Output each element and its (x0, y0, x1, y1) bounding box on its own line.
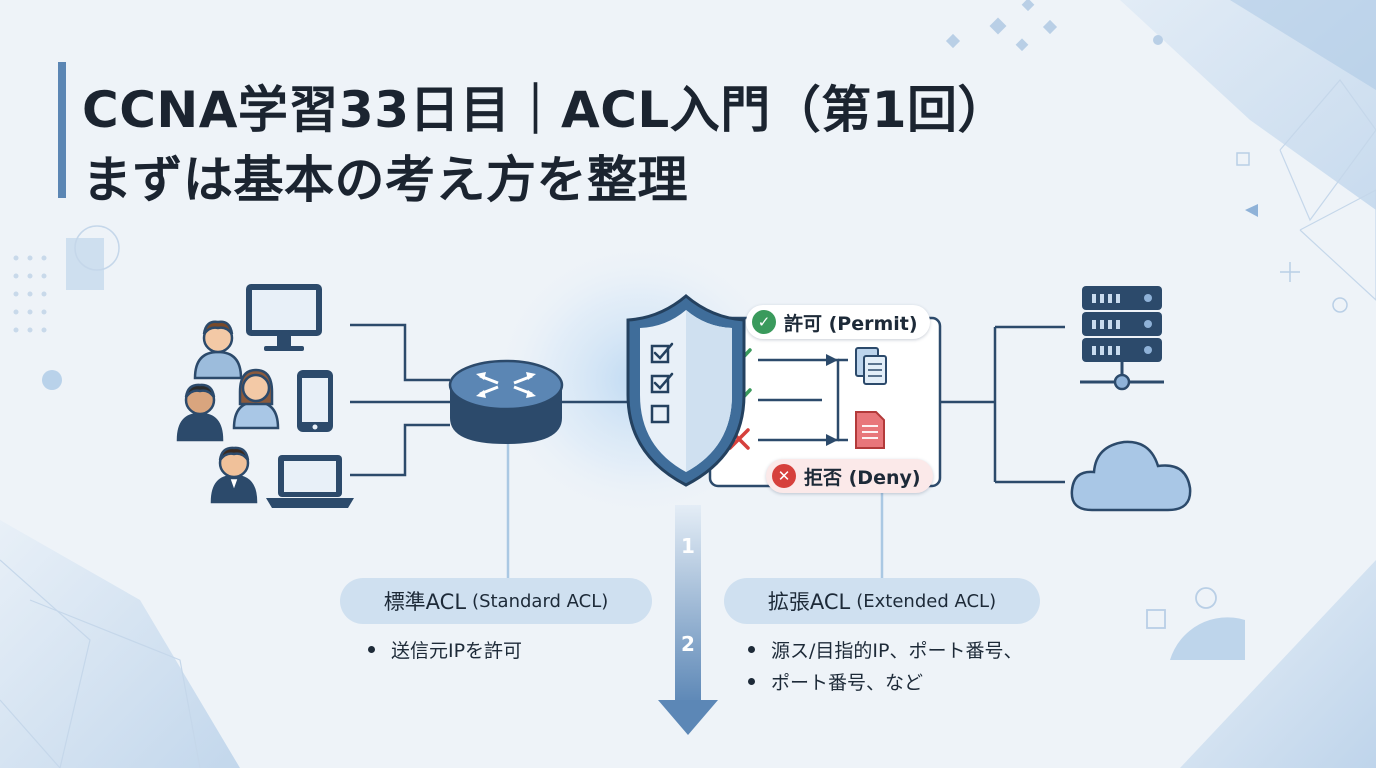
bullet-dot (748, 646, 755, 653)
user-group-icon (176, 320, 280, 504)
deny-label: 拒否 (Deny) (804, 466, 921, 489)
step-number-2: 2 (681, 632, 695, 656)
standard-acl-label: 標準ACL (383, 590, 467, 614)
permit-label: 許可 (Permit) (784, 312, 918, 335)
extended-bullet-text: ポート番号、など (771, 672, 924, 694)
server-icon (1080, 286, 1164, 391)
shield-checklist-icon (626, 294, 746, 487)
cloud-icon (1070, 440, 1192, 512)
monitor-icon (246, 284, 322, 351)
router-icon (448, 359, 564, 444)
smartphone-icon (297, 370, 333, 432)
page-subtitle: まずは基本の考え方を整理 (82, 151, 688, 209)
title-accent-bar (58, 62, 66, 198)
deny-badge: ✕ 拒否 (Deny) (766, 459, 933, 493)
permit-badge: ✓ 許可 (Permit) (746, 305, 930, 339)
standard-bullet-text: 送信元IPを許可 (391, 640, 523, 662)
page-title: CCNA学習33日目｜ACL入門（第1回） (82, 81, 1009, 139)
document-icon-permit (855, 347, 887, 385)
extended-acl-label: 拡張ACL (767, 590, 851, 614)
user-avatar-3 (232, 368, 280, 430)
drop-lines (506, 440, 884, 578)
step-number-1: 1 (681, 534, 695, 558)
bullet-dot (748, 678, 755, 685)
extended-bullet: 源ス/目指的IP、ポート番号、 (748, 636, 1022, 663)
bullet-dot (368, 646, 375, 653)
user-avatar-4 (210, 446, 258, 504)
standard-bullet: 送信元IPを許可 (368, 636, 522, 663)
flow-arrow (658, 505, 718, 735)
laptop-icon (266, 455, 354, 508)
extended-acl-sub: (Extended ACL) (856, 590, 997, 612)
standard-acl-pill: 標準ACL (Standard ACL) (340, 578, 652, 624)
user-avatar-2 (176, 383, 224, 442)
extended-acl-pill: 拡張ACL (Extended ACL) (724, 578, 1040, 624)
x-circle-icon: ✕ (772, 464, 796, 488)
extended-bullet-text: 源ス/目指的IP、ポート番号、 (771, 640, 1023, 662)
standard-acl-sub: (Standard ACL) (472, 590, 609, 612)
user-avatar-1 (193, 320, 243, 380)
extended-bullet: ポート番号、など (748, 668, 923, 695)
check-circle-icon: ✓ (752, 310, 776, 334)
document-icon-deny (855, 411, 885, 449)
